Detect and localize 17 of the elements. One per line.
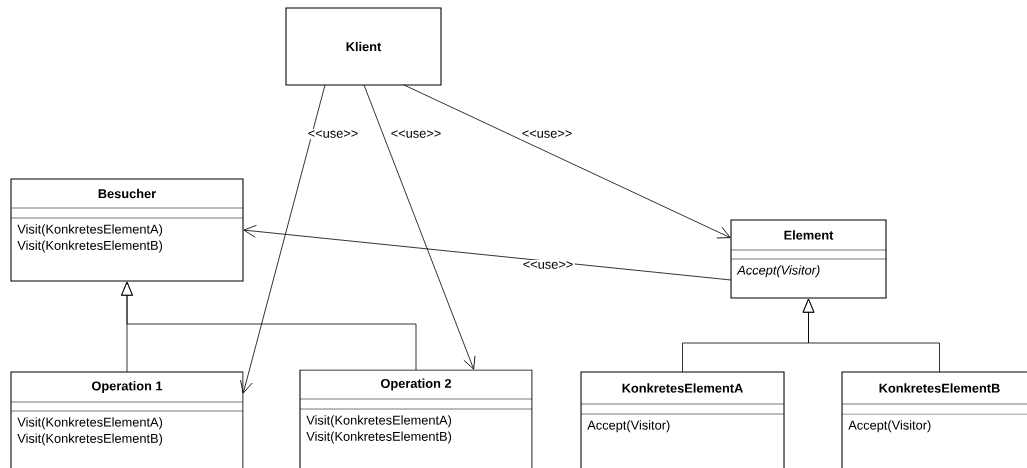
class-box: Element Accept(Visitor) bbox=[730, 219, 887, 299]
class-box: Besucher Visit(KonkretesElementA) Visit(KonkretesElementB) bbox=[10, 178, 244, 282]
class-box: KonkretesElementB Accept(Visitor) bbox=[841, 371, 1027, 468]
class-box: Klient bbox=[285, 7, 442, 86]
arrow bbox=[363, 84, 476, 370]
generalization-arrow bbox=[802, 298, 940, 373]
edge-label: <<use>> bbox=[391, 130, 441, 138]
edge-label: <<use>> bbox=[522, 130, 572, 138]
arrow bbox=[243, 224, 732, 281]
edge-label: <<use>> bbox=[308, 130, 358, 138]
arrow bbox=[240, 84, 326, 394]
class-box: KonkretesElementA Accept(Visitor) bbox=[580, 371, 785, 468]
generalization-arrow bbox=[121, 281, 417, 371]
arrow bbox=[403, 84, 731, 239]
edge-label: <<use>> bbox=[523, 261, 573, 269]
class-box: Operation 1 Visit(KonkretesElementA) Visit(KonkretesElementB) bbox=[10, 371, 244, 468]
class-box: Operation 2 Visit(KonkretesElementA) Visit(KonkretesElementB) bbox=[299, 369, 533, 468]
